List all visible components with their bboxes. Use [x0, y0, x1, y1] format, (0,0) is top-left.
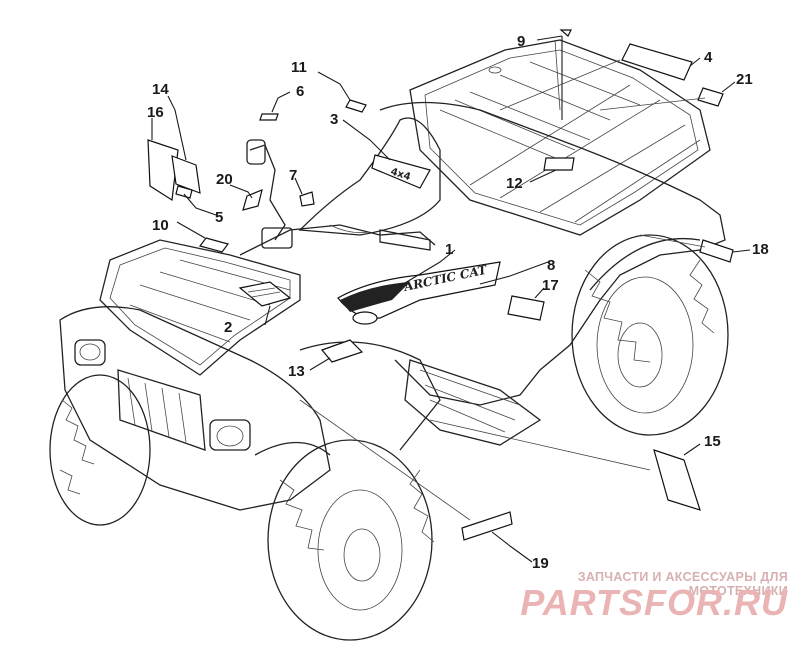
callout-3: 3: [330, 111, 338, 128]
callout-12: 12: [506, 175, 523, 192]
leader-lines: [151, 35, 751, 563]
decal-19[interactable]: [461, 511, 513, 541]
decal-12[interactable]: [543, 157, 575, 171]
watermark-tagline: ЗАПЧАСТИ И АКСЕССУАРЫ ДЛЯ МОТОТЕХНИКИ: [577, 570, 788, 598]
footwell: [404, 359, 542, 446]
decal-14[interactable]: [171, 155, 201, 194]
callout-1: 1: [445, 241, 453, 258]
watermark-logo: PARTSFOR.RU: [520, 582, 788, 623]
decal-7[interactable]: [299, 191, 315, 207]
callout-5: 5: [215, 209, 223, 226]
front-emblem-decal[interactable]: [238, 281, 292, 307]
decal-5[interactable]: [175, 185, 193, 199]
callout-2: 2: [224, 319, 232, 336]
callout-13: 13: [288, 363, 305, 380]
callout-7: 7: [289, 167, 297, 184]
atv-body: [49, 39, 729, 641]
decal-11[interactable]: [345, 99, 367, 113]
front-wheel-left: [49, 374, 151, 526]
decal-16[interactable]: [147, 139, 179, 202]
callout-numbers: 1 2 3 4 5 6 7 8 9 10 11 12 13 14 15 16 1…: [147, 33, 769, 572]
front-body: [59, 306, 441, 511]
callout-6: 6: [296, 83, 304, 100]
callout-9: 9: [517, 33, 525, 50]
callout-10: 10: [152, 217, 169, 234]
front-rack: [99, 239, 301, 376]
callout-21: 21: [736, 71, 753, 88]
decal-18[interactable]: [699, 239, 734, 263]
handlebar-area: [239, 117, 441, 256]
decal-15[interactable]: [653, 449, 701, 511]
decal-17[interactable]: [507, 295, 545, 321]
decals: ARCTIC CAT 4x4: [147, 29, 734, 541]
side-brand-decal[interactable]: ARCTIC CAT: [337, 261, 501, 325]
hood-4x4-decal[interactable]: 4x4: [371, 154, 431, 189]
callout-4: 4: [704, 49, 713, 66]
callout-19: 19: [532, 555, 549, 572]
decal-6[interactable]: [259, 113, 279, 121]
callout-8: 8: [547, 257, 555, 274]
decal-9[interactable]: [559, 29, 572, 37]
callout-11: 11: [291, 59, 307, 76]
decal-10[interactable]: [198, 237, 230, 253]
callout-17: 17: [542, 277, 559, 294]
decal-4[interactable]: [621, 43, 693, 81]
rear-wheel: [571, 234, 729, 436]
callout-16: 16: [147, 104, 164, 121]
rear-fender: [379, 101, 726, 406]
callout-14: 14: [152, 81, 169, 98]
decal-13[interactable]: [320, 339, 364, 363]
callout-18: 18: [752, 241, 769, 258]
decal-20[interactable]: [242, 189, 263, 211]
callout-20: 20: [216, 171, 233, 188]
front-wheel-right: [267, 439, 435, 641]
decal-21[interactable]: [697, 87, 724, 107]
callout-15: 15: [704, 433, 721, 450]
